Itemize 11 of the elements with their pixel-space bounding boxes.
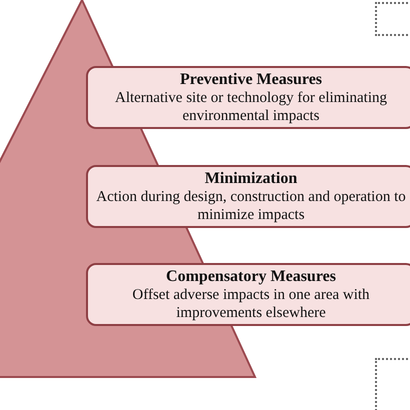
card-description: Action during design, construction and operation to minimize impacts	[95, 188, 407, 224]
dotted-frame	[375, 358, 410, 410]
card-heading: Preventive Measures	[178, 70, 324, 89]
measure-card	[86, 165, 410, 228]
card-heading: Minimization	[204, 169, 298, 188]
dotted-frame	[375, 2, 410, 36]
measure-card	[86, 263, 410, 326]
card-description: Alternative site or technology for eliminating environmental impacts	[114, 89, 388, 125]
card-description: Offset adverse impacts in one area with improvements elsewhere	[131, 286, 371, 322]
card-heading: Compensatory Measures	[165, 267, 337, 286]
measure-card	[86, 66, 410, 129]
